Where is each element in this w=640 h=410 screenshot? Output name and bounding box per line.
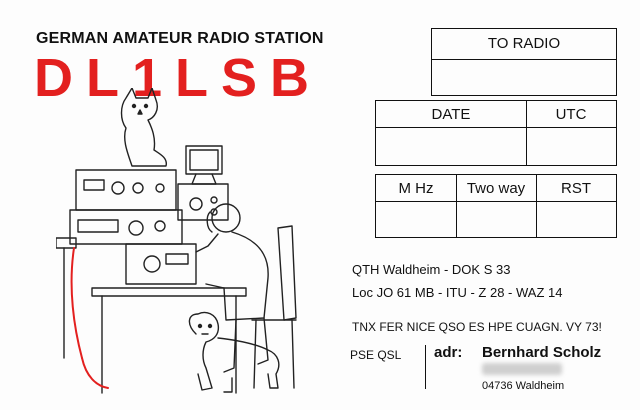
date-utc-divider	[376, 127, 616, 128]
mhz-label: M Hz	[398, 180, 434, 197]
mhz-rst-divider	[376, 201, 616, 202]
pse-qsl-label: PSE QSL	[350, 348, 402, 362]
to-radio-label: TO RADIO	[487, 35, 561, 52]
city-line: 04736 Waldheim	[482, 380, 565, 392]
utc-label: UTC	[555, 106, 587, 123]
redacted-street	[482, 363, 562, 375]
date-utc-box: DATE UTC	[375, 100, 617, 166]
mhz-column-divider	[456, 175, 457, 237]
address-label: adr:	[434, 344, 463, 361]
dog-icon	[188, 311, 280, 393]
station-heading: GERMAN AMATEUR RADIO STATION	[36, 30, 324, 47]
date-utc-column-divider	[526, 101, 527, 165]
operator-name: Bernhard Scholz	[482, 344, 602, 361]
to-radio-box: TO RADIO	[431, 28, 617, 96]
rst-label: RST	[561, 180, 591, 197]
two-way-column-divider	[536, 175, 537, 237]
date-label: DATE	[431, 106, 471, 123]
qth-line: QTH Waldheim - DOK S 33	[352, 262, 511, 277]
to-radio-divider	[432, 59, 616, 60]
operator-icon	[195, 203, 269, 373]
mhz-rst-box: M Hz Two way RST	[375, 174, 617, 238]
radio-operator-illustration	[56, 88, 297, 394]
two-way-label: Two way	[466, 180, 526, 197]
cat-icon	[120, 88, 168, 167]
thanks-line: TNX FER NICE QSO ES HPE CUAGN. VY 73!	[352, 320, 602, 334]
callsign: DL1LSB	[34, 48, 323, 108]
locator-line: Loc JO 61 MB - ITU - Z 28 - WAZ 14	[352, 285, 563, 300]
address-divider	[425, 345, 426, 389]
